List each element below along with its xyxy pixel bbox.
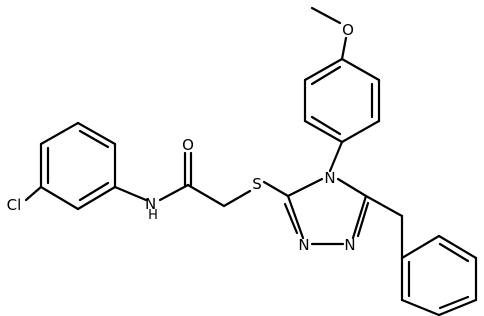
methoxyphenyl-ring [303, 57, 381, 144]
triazole-ring [283, 177, 370, 246]
n-carbonyl-bond [158, 183, 190, 202]
sulfur-label: S [252, 175, 262, 193]
cl-bond [24, 185, 43, 202]
n-aryl-bond [328, 140, 344, 173]
carbonyl-oxygen-label: O [182, 136, 194, 154]
chlorophenyl-ring [39, 121, 117, 211]
chlorine-label: Cl [7, 196, 22, 214]
aryl-o-bond [340, 36, 348, 61]
carbonyl-ch2-bond [186, 183, 226, 208]
amide-n-label: N H [145, 195, 161, 223]
methoxy-oxygen-label: O [342, 21, 354, 39]
triazole-ch2-bond [364, 194, 404, 218]
triazole-n1-label: N [298, 236, 309, 254]
amide-h-text: H [148, 208, 158, 223]
triazole-n2-label: N [344, 236, 355, 254]
amide-n-text: N [145, 195, 156, 213]
o-methyl-bond [310, 6, 342, 25]
benzyl-phenyl-ring [400, 234, 478, 316]
s-triazole-bond [262, 180, 290, 198]
ch2-s-bond [222, 189, 252, 208]
aryl-n-bond [113, 185, 148, 202]
triazole-n4-label: N [324, 169, 335, 187]
